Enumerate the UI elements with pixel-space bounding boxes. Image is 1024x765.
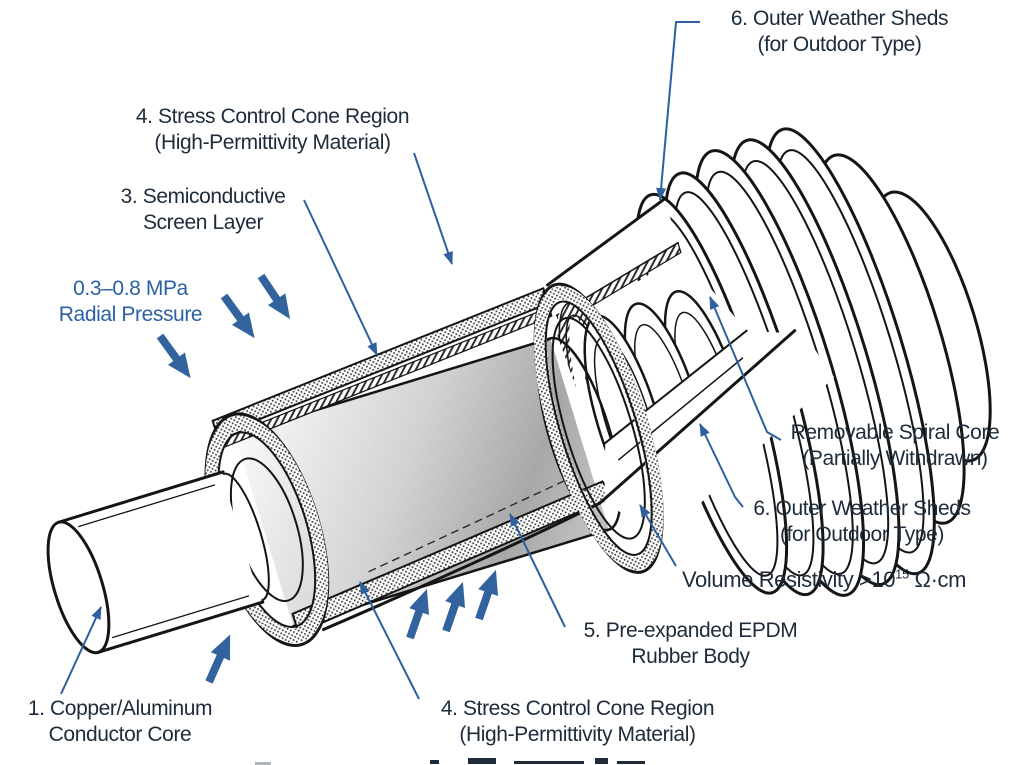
label-line: (High-Permittivity Material) <box>154 131 391 155</box>
leader-weather-sheds-top <box>656 21 700 201</box>
leader-stress-cone-bottom <box>359 581 420 700</box>
leader-spiral-core <box>709 296 782 441</box>
sleeve-cut-edge-ring <box>533 282 664 574</box>
label-line: (High-Permittivity Material) <box>459 723 696 747</box>
label-conductor-core: 1. Copper/Aluminum Conductor Core <box>6 696 234 749</box>
label-line: Radial Pressure <box>58 303 203 327</box>
pressure-arrow-icon <box>252 270 299 325</box>
superscript: 15 <box>895 566 909 582</box>
label-line: (Partially Withdrawn) <box>802 447 988 471</box>
pressure-arrow-icon <box>199 630 240 687</box>
label-volume-resistivity: Volume Resistivity >1015 Ω·cm <box>682 566 1022 594</box>
label-weather-sheds-top: 6. Outer Weather Sheds (for Outdoor Type… <box>692 6 987 59</box>
leader-volume-resistivity <box>639 504 677 567</box>
label-epdm-body: 5. Pre-expanded EPDM Rubber Body <box>558 618 823 671</box>
label-line: (for Outdoor Type) <box>757 33 922 57</box>
leader-semiconductive <box>303 199 378 356</box>
label-stress-cone-bottom: 4. Stress Control Cone Region (High-Perm… <box>410 696 745 749</box>
conductor-core-shape <box>46 470 270 655</box>
label-line: 6. Outer Weather Sheds <box>730 7 949 30</box>
label-line: Removable Spiral Core <box>790 421 1000 444</box>
label-removable-spiral-core: Removable Spiral Core (Partially Withdra… <box>770 420 1020 473</box>
leader-conductor-core <box>60 606 102 695</box>
label-line: Screen Layer <box>142 211 264 235</box>
label-text: Volume Resistivity >10 <box>682 567 896 592</box>
termination-body-drawing <box>46 127 992 655</box>
label-line: 5. Pre-expanded EPDM <box>583 619 798 642</box>
leader-epdm-body <box>509 513 566 628</box>
label-line: 4. Stress Control Cone Region <box>135 105 410 128</box>
leader-lines <box>60 21 782 700</box>
label-line: 1. Copper/Aluminum <box>27 697 213 720</box>
label-line: 3. Semiconductive <box>120 185 286 208</box>
label-radial-pressure: 0.3–0.8 MPa Radial Pressure <box>33 276 228 329</box>
label-line: Rubber Body <box>631 645 750 669</box>
pressure-arrow-icon <box>469 566 506 623</box>
label-line: 6. Outer Weather Sheds <box>753 497 971 520</box>
pressure-arrow-icon <box>151 329 200 385</box>
pressure-arrow-icon <box>436 578 473 635</box>
leader-stress-cone-top <box>413 152 453 265</box>
label-text: Ω·cm <box>908 567 967 592</box>
leader-weather-sheds-right <box>699 423 744 508</box>
label-line: 4. Stress Control Cone Region <box>440 697 715 720</box>
label-weather-sheds-right: 6. Outer Weather Sheds (for Outdoor Type… <box>738 496 986 549</box>
label-line: (for Outdoor Type) <box>780 523 944 547</box>
label-stress-cone-top: 4. Stress Control Cone Region (High-Perm… <box>105 104 440 157</box>
label-line: Conductor Core <box>48 723 192 747</box>
label-line: 0.3–0.8 MPa <box>73 277 188 300</box>
label-semiconductive-screen: 3. Semiconductive Screen Layer <box>88 184 318 237</box>
